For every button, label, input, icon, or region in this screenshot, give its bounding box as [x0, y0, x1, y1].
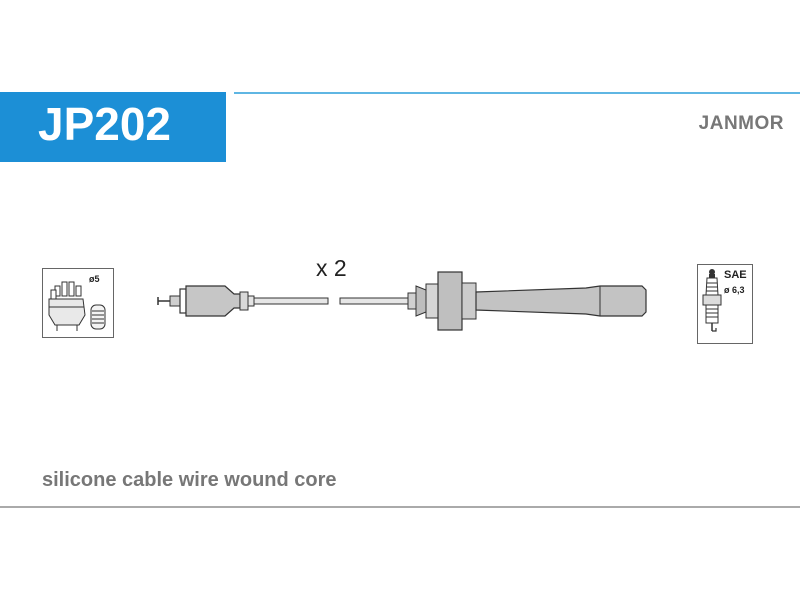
distributor-cap-icon [48, 281, 106, 331]
distributor-terminal [157, 288, 187, 314]
product-description: silicone cable wire wound core [42, 469, 337, 491]
distributor-cap-box: ø5 [42, 268, 114, 338]
header-rule [234, 92, 800, 94]
brand-name: JANMOR [698, 113, 784, 134]
spark-plug-icon [702, 269, 722, 332]
plug-boot [407, 271, 647, 331]
plug-diameter-label: ø 6,3 [724, 285, 745, 295]
distributor-boot [185, 285, 255, 317]
cable-wire [253, 297, 409, 305]
quantity-multiplier: x 2 [316, 255, 347, 281]
plug-type-label: SAE [724, 269, 747, 281]
part-code-banner [0, 92, 226, 162]
part-code: JP202 [38, 98, 172, 150]
distributor-diameter-label: ø5 [89, 274, 100, 284]
spark-plug-box: SAE ø 6,3 [697, 264, 753, 344]
footer-rule [0, 506, 800, 508]
